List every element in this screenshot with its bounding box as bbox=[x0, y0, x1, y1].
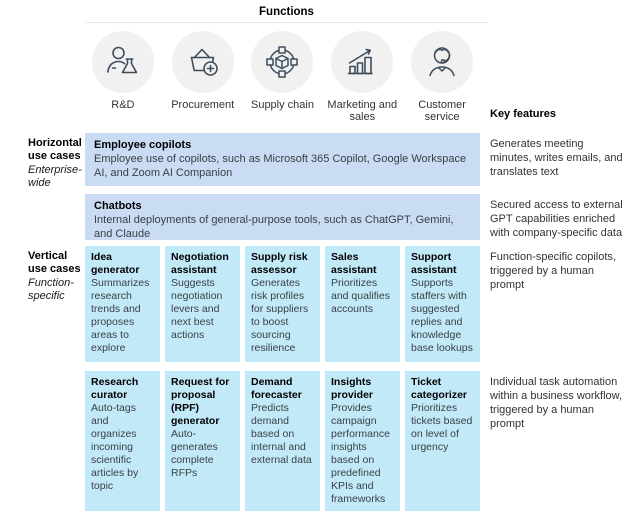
function-label: Marketing and sales bbox=[327, 99, 398, 123]
function-label: Supply chain bbox=[250, 99, 314, 111]
card-ticket-categorizer: Ticket categorizer Prioritizes tickets b… bbox=[405, 371, 480, 511]
customer-service-icon bbox=[411, 31, 474, 93]
function-rd: R&D bbox=[85, 31, 161, 123]
card-supply-risk-assessor: Supply risk assessor Generates risk prof… bbox=[245, 246, 320, 362]
key-feature-function-copilots: Function-specific copilots, triggered by… bbox=[490, 251, 616, 291]
usecase-box-employee-copilots: Employee copilots Employee use of copilo… bbox=[85, 133, 480, 186]
rd-icon bbox=[91, 31, 154, 93]
marketing-sales-icon bbox=[331, 31, 394, 93]
card-negotiation-assistant: Negotiation assistant Suggests negotiati… bbox=[165, 246, 240, 362]
key-feature-task-automation: Individual task automation within a busi… bbox=[490, 376, 623, 430]
horizontal-use-cases-label: Horizontal use cases Enterprise-wide bbox=[28, 137, 82, 189]
vertical-use-cases-label: Vertical use cases Function-specific bbox=[28, 250, 81, 302]
usecase-title: Employee copilots bbox=[94, 139, 192, 151]
function-customer-service: Customer service bbox=[404, 31, 480, 123]
supply-chain-icon bbox=[251, 31, 314, 93]
function-marketing-sales: Marketing and sales bbox=[324, 31, 400, 123]
card-demand-forecaster: Demand forecaster Predicts demand based … bbox=[245, 371, 320, 511]
procurement-icon bbox=[171, 31, 234, 93]
functions-icon-row: R&D Procurement bbox=[85, 31, 480, 123]
function-label: Customer service bbox=[418, 99, 466, 123]
functions-divider-line bbox=[85, 22, 488, 23]
card-idea-generator: Idea generator Summarizes research trend… bbox=[85, 246, 160, 362]
function-supply-chain: Supply chain bbox=[245, 31, 321, 123]
function-label: R&D bbox=[111, 99, 135, 111]
usecase-box-chatbots: Chatbots Internal deployments of general… bbox=[85, 194, 480, 240]
card-rfp-generator: Request for proposal (RPF) generator Aut… bbox=[165, 371, 240, 511]
functions-title: Functions bbox=[259, 6, 314, 18]
horizontal-row-employee-copilots: Horizontal use cases Enterprise-wide Emp… bbox=[0, 133, 624, 189]
card-insights-provider: Insights provider Provides campaign perf… bbox=[325, 371, 400, 511]
function-label: Procurement bbox=[171, 99, 235, 111]
key-feature-chatbots: Secured access to external GPT capabilit… bbox=[490, 199, 623, 239]
usecase-body: Employee use of copilots, such as Micros… bbox=[94, 153, 467, 179]
card-support-assistant: Support assistant Supports staffers with… bbox=[405, 246, 480, 362]
vertical-row-task-automation: Research curator Auto-tags and organizes… bbox=[0, 371, 624, 511]
key-features-header: Key features bbox=[490, 108, 557, 120]
horizontal-row-chatbots: Chatbots Internal deployments of general… bbox=[0, 194, 624, 240]
usecase-body: Internal deployments of general-purpose … bbox=[94, 214, 454, 240]
card-sales-assistant: Sales assistant Prioritizes and qualifie… bbox=[325, 246, 400, 362]
card-research-curator: Research curator Auto-tags and organizes… bbox=[85, 371, 160, 511]
vertical-row-copilots: Vertical use cases Function-specific Ide… bbox=[0, 246, 624, 362]
function-procurement: Procurement bbox=[165, 31, 241, 123]
usecase-title: Chatbots bbox=[94, 200, 142, 212]
key-feature-employee-copilots: Generates meeting minutes, writes emails… bbox=[490, 138, 623, 178]
